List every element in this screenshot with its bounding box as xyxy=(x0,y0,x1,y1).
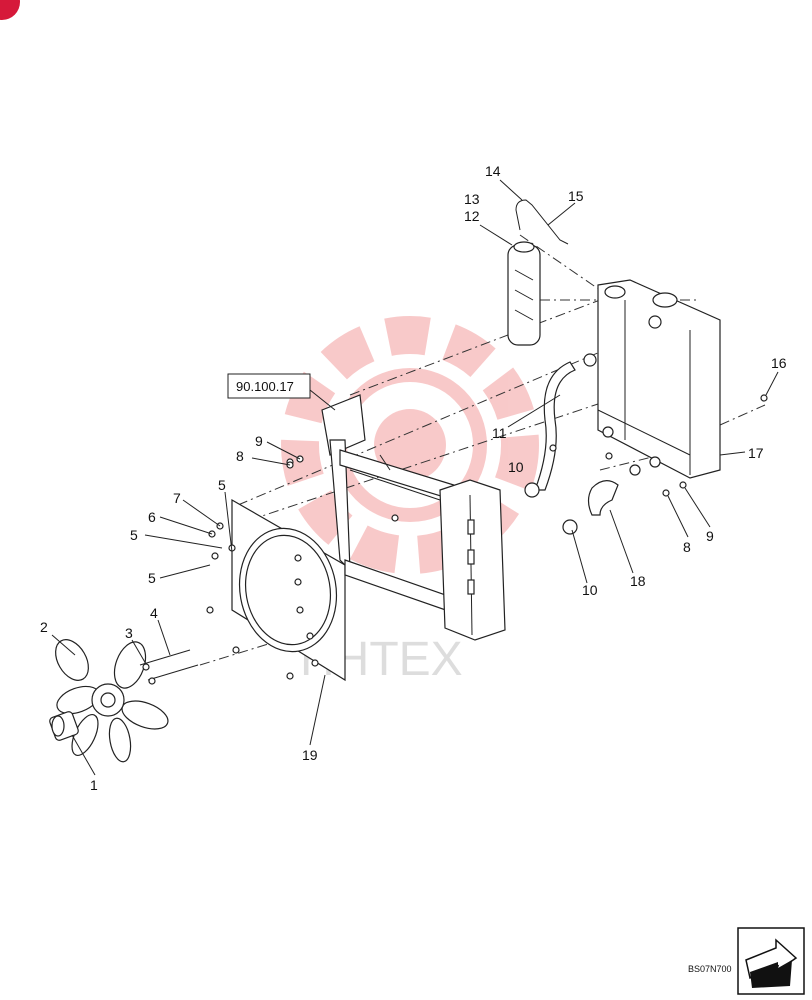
leader-lines xyxy=(51,179,779,776)
callout-9-b: 9 xyxy=(706,528,714,544)
upper-hose xyxy=(534,361,576,491)
next-page-arrow-icon[interactable] xyxy=(737,927,805,995)
radiator xyxy=(597,279,721,479)
bolt-8-right xyxy=(662,489,670,497)
callout-8-a: 8 xyxy=(236,448,244,464)
callout-4: 4 xyxy=(150,605,158,621)
lower-hose xyxy=(587,480,619,516)
corner-badge xyxy=(0,0,20,20)
callout-12: 12 xyxy=(464,208,480,224)
callout-8-b: 8 xyxy=(683,539,691,555)
hose-clamp-left xyxy=(524,482,540,498)
drawing-code: BS07N700 xyxy=(688,964,732,974)
callout-15: 15 xyxy=(568,188,584,204)
callout-17: 17 xyxy=(748,445,764,461)
callout-19: 19 xyxy=(302,747,318,763)
hose-clamp-top xyxy=(583,353,597,367)
callout-10-a: 10 xyxy=(508,459,524,475)
callout-13: 13 xyxy=(464,191,480,207)
reference-box-label: 90.100.17 xyxy=(236,379,294,394)
bolt-hose xyxy=(549,444,557,452)
hose-clamp-bottom xyxy=(629,464,641,476)
bolt-16 xyxy=(760,394,768,402)
fan-assembly xyxy=(49,639,169,763)
fan-shroud xyxy=(231,498,346,682)
bolt-9-right xyxy=(679,481,687,489)
callout-16: 16 xyxy=(771,355,787,371)
callout-11: 11 xyxy=(492,425,507,441)
callout-5-b: 5 xyxy=(130,527,138,543)
callout-18: 18 xyxy=(630,573,646,589)
fan-bolts xyxy=(139,649,199,685)
callout-6: 6 xyxy=(148,509,156,525)
callout-2: 2 xyxy=(40,619,48,635)
reference-box[interactable] xyxy=(227,373,311,399)
callout-9-a: 9 xyxy=(255,433,263,449)
bolt-hose-2 xyxy=(605,452,613,460)
callout-14: 14 xyxy=(485,163,501,179)
overflow-hose xyxy=(515,199,569,245)
callout-10-b: 10 xyxy=(582,582,598,598)
hose-clamp-right xyxy=(562,519,578,535)
callout-7: 7 xyxy=(173,490,181,506)
expansion-tank xyxy=(507,241,541,346)
callout-5-c: 5 xyxy=(148,570,156,586)
radiator-frame xyxy=(321,394,506,641)
callout-3: 3 xyxy=(125,625,133,641)
callout-1: 1 xyxy=(90,777,98,793)
callout-5-a: 5 xyxy=(218,477,226,493)
